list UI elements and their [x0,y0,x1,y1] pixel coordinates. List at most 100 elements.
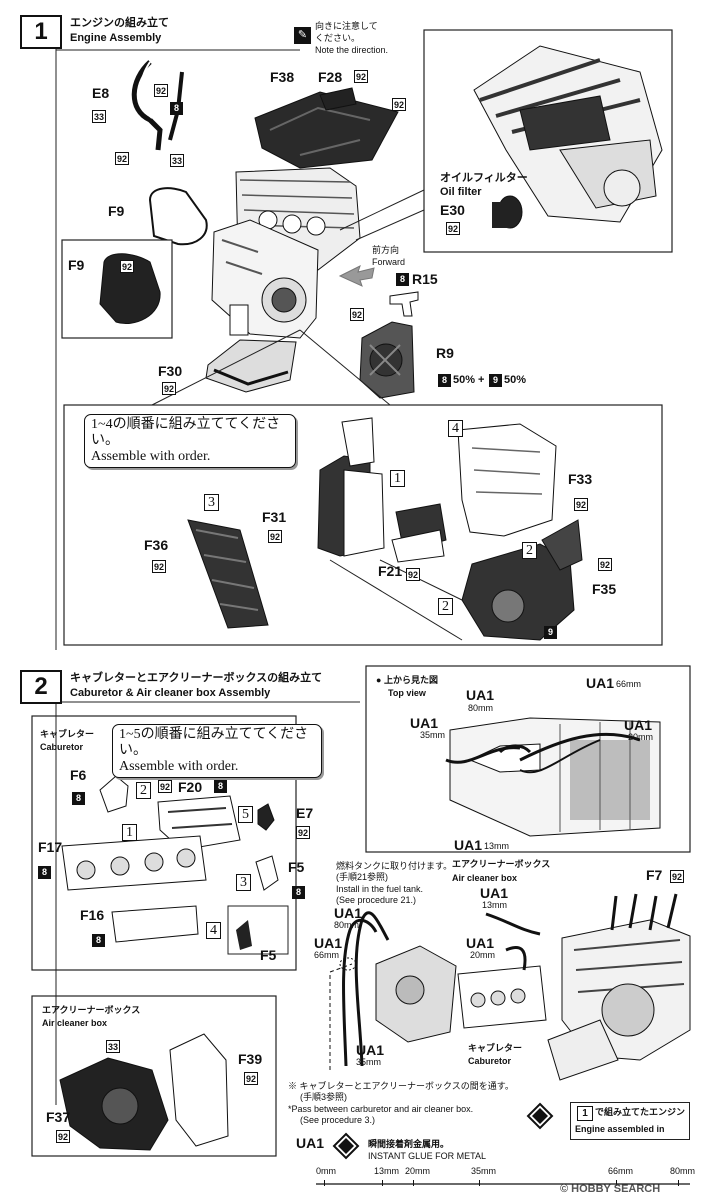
color-badge: 92 [56,1130,71,1143]
order-5: 5 [238,806,253,823]
air-cleaner-en: Air cleaner box [452,873,518,883]
order-3: 3 [236,874,251,891]
step-1-number: 1 [20,15,62,49]
color-badge: 92 [406,568,421,581]
ua1-label: UA1 [454,837,483,853]
color-badge: 9 [489,374,502,387]
order-1: 1 [122,824,137,841]
color-badge: 8 [38,866,51,879]
ruler-tick [678,1180,679,1186]
fuel-tank-jp2: (手順21参照) [336,872,389,882]
order-2: 2 [136,782,151,799]
valve-cover-f38 [254,91,399,169]
order-en: Assemble with order. [91,449,211,465]
ua1-label: UA1 [334,905,363,921]
order-4: 4 [448,420,463,437]
color-badge: 8 [214,780,227,793]
ua1-label: UA1 [480,885,509,901]
color-badge: 92 [670,870,685,883]
ua1-label: UA1 [356,1042,385,1058]
part-f17: F17 [38,839,63,855]
ruler-tick-label: 20mm [405,1166,431,1176]
color-badge: 8 [170,102,183,115]
forward-jp: 前方向 [372,245,400,255]
ruler-tick-label: 35mm [471,1166,497,1176]
direction-note-icon: ✎ [294,27,311,44]
step-ref-num: 1 [577,1106,593,1121]
glue-en: INSTANT GLUE FOR METAL [368,1151,487,1161]
step-2-number: 2 [20,670,62,704]
ua1-label: UA1 [586,675,615,691]
ua1-20mm: 20mm [628,732,654,742]
order-en: Assemble with order. [119,759,239,775]
engine-block [211,167,361,339]
color-badge: 92 [392,98,407,111]
part-f39: F39 [238,1051,263,1067]
pass-note-jp2: (手順3参照) [300,1092,347,1102]
ua1-35mm: 35mm [420,730,446,740]
color-badge: 33 [106,1040,121,1053]
glue-jp: 瞬間接着剤金属用。 [368,1139,450,1149]
ua1-fuel-66mm: 66mm [314,950,340,960]
r9-mix-a: 50% [453,374,476,386]
fuel-tank-en2: (See procedure 21.) [336,895,417,905]
color-badge: 92 [158,780,173,793]
part-e30: E30 [440,202,465,218]
ruler-tick [382,1180,383,1186]
part-r9: R9 [436,345,454,361]
part-f16: F16 [80,907,105,923]
color-badge: 92 [446,222,461,235]
ruler-tick [479,1180,480,1186]
oil-filter-jp: オイルフィルター [440,172,528,184]
part-f28: F28 [318,69,343,85]
fuel-tank-jp: 燃料タンクに取り付けます。 [336,861,453,871]
color-badge: 92 [268,530,283,543]
ua1-low-35mm: 35mm [356,1057,382,1067]
ua1-66mm: 66mm [616,679,642,689]
watermark: © HOBBY SEARCH [560,1183,661,1195]
direction-note-jp: 向きに注意して [315,21,378,31]
color-badge: 92 [350,308,365,321]
color-badge: 92 [162,382,177,395]
color-badge: 9 [544,626,557,639]
order-2: 2 [522,542,537,559]
order-3: 3 [204,494,219,511]
color-badge: 8 [92,934,105,947]
top-view-en: Top view [388,688,426,698]
part-f9-inset: F9 [68,257,85,273]
ua1-13mm: 13mm [484,841,510,851]
order-1: 1 [390,470,405,487]
step-1-title-jp: エンジンの組み立て [70,17,169,29]
part-f30: F30 [158,363,183,379]
part-f6: F6 [70,767,87,783]
caburetor-en: Caburetor [40,742,84,752]
direction-note-jp2: ください。 [315,33,361,43]
color-badge: 92 [120,260,135,273]
part-e8: E8 [92,85,110,101]
fuel-tank-en: Install in the fuel tank. [336,884,424,894]
color-badge: 92 [115,152,130,165]
color-badge: 8 [396,273,409,286]
part-f20: F20 [178,779,203,795]
r9-mix-plus: + [478,374,485,386]
pass-note-jp: ※ キャブレターとエアクリーナーボックスの間を通す。 [288,1081,514,1091]
ua1-label: UA1 [410,715,439,731]
engine-assembled-jp: で組み立てたエンジン [595,1107,686,1117]
air-cleaner-box-en: Air cleaner box [42,1018,108,1028]
order-jp: 1~4の順番に組み立ててください。 [91,417,281,449]
r9-mix-b: 50% [504,374,527,386]
direction-note-en: Note the direction. [315,45,389,55]
part-f9: F9 [108,203,125,219]
caburetor2-jp: キャブレター [468,1043,523,1053]
forward-en: Forward [372,257,406,267]
part-f21: F21 [378,563,403,579]
part-f35: F35 [592,581,617,597]
ua1-label: UA1 [624,717,653,733]
color-badge: 92 [296,826,311,839]
ua1-80mm: 80mm [468,703,494,713]
color-badge: 33 [170,154,185,167]
color-badge: 92 [244,1072,259,1085]
pass-note-en2: (See procedure 3.) [300,1115,376,1125]
caburetor-jp: キャブレター [40,729,95,739]
